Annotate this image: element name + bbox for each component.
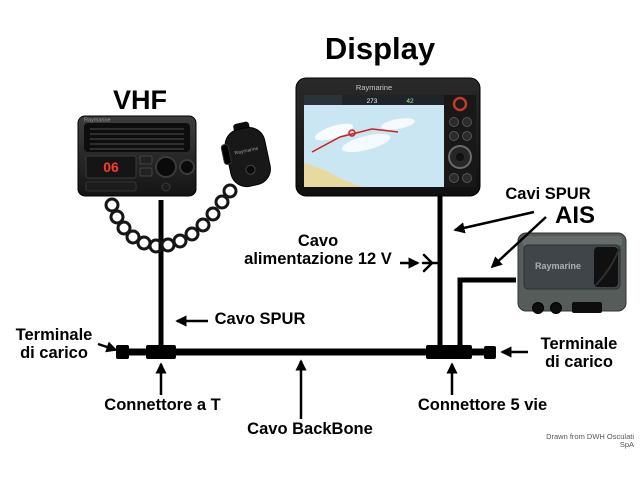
mic-button <box>245 164 256 175</box>
chart-route-line <box>311 128 399 153</box>
ais-unit: Raymarine <box>517 232 627 314</box>
callout-terminale-right: Terminale di carico <box>524 335 634 372</box>
chart-land-lower <box>304 163 362 187</box>
vhf-ptt-button <box>161 182 171 192</box>
vhf-channel-readout: 06 <box>103 159 119 175</box>
callout-arrows <box>97 210 547 419</box>
vhf-knob-small <box>179 159 195 175</box>
vhf-speaker-grille <box>84 123 190 152</box>
t-connector <box>146 345 176 359</box>
mic-ptt <box>220 143 232 165</box>
callout-terminale-left: Terminale di carico <box>0 326 108 363</box>
databar-value-depth: 42 <box>406 98 414 105</box>
display-power-button <box>452 96 468 112</box>
terminator-left <box>116 345 129 359</box>
display-button <box>449 173 459 183</box>
terminator-right <box>484 346 496 359</box>
callout-cavo-alimentazione-line2: alimentazione 12 V <box>244 249 392 268</box>
ais-connector-port <box>550 302 562 314</box>
ais-spur-cable <box>457 277 516 352</box>
callout-cavo-alimentazione-line1: Cavo <box>297 232 339 250</box>
arrow-cavi-spur-2 <box>490 216 547 269</box>
cable-network <box>123 196 516 356</box>
vhf-microphone: Raymarine <box>220 121 271 188</box>
callout-cavo-spur: Cavo SPUR <box>214 310 306 328</box>
arrow-terminale-left <box>97 341 118 353</box>
callout-terminale-right-line1: Terminale <box>540 335 618 353</box>
power-cable-connector <box>421 253 442 273</box>
display-databar <box>304 95 444 105</box>
ais-title: AIS <box>554 202 595 229</box>
vhf-screen <box>85 155 137 179</box>
callout-connettore-5vie: Connettore 5 vie <box>417 396 548 414</box>
display-button <box>449 131 459 141</box>
callout-terminale-left-line2: di carico <box>20 343 88 362</box>
vhf-button <box>139 155 153 165</box>
callout-terminale-right-line2: di carico <box>545 352 613 371</box>
callout-terminale-left-line1: Terminale <box>15 326 93 344</box>
ais-gloss-panel <box>594 247 618 287</box>
ais-brand-text: Raymarine <box>535 261 581 271</box>
databar-value-heading: 273 <box>367 98 378 105</box>
vhf-button-row <box>85 181 137 192</box>
callout-cavo-backbone: Cavo BackBone <box>247 420 373 438</box>
ais-connector-port <box>532 302 544 314</box>
arrow-cavi-spur-1 <box>453 210 535 234</box>
five-way-connector <box>426 345 472 359</box>
display-brand-text: Raymarine <box>356 83 392 92</box>
display-title: Display <box>324 31 436 66</box>
chartplotter: Raymarine 273 42 <box>295 77 481 197</box>
display-button <box>462 131 472 141</box>
vhf-button <box>139 167 153 177</box>
ais-connector-block <box>572 302 602 313</box>
mic-brand-text: Raymarine <box>234 146 259 157</box>
mic-coiled-cord <box>104 183 238 254</box>
chart-marker <box>348 129 356 137</box>
callout-cavo-alimentazione: Cavo alimentazione 12 V <box>238 232 398 269</box>
credit-text: Drawn from DWH Osculati SpA <box>546 432 634 450</box>
connectors <box>116 345 496 359</box>
vhf-brand-text: Raymarine <box>84 118 111 124</box>
display-button <box>449 117 459 127</box>
callout-cavi-spur: Cavi SPUR <box>505 185 591 203</box>
vhf-title: VHF <box>113 85 167 115</box>
callout-connettore-t: Connettore a T <box>104 396 221 414</box>
vhf-radio: Raymarine 06 <box>77 115 197 197</box>
display-button <box>462 173 472 183</box>
vhf-knob-large <box>155 156 177 178</box>
display-button <box>462 117 472 127</box>
